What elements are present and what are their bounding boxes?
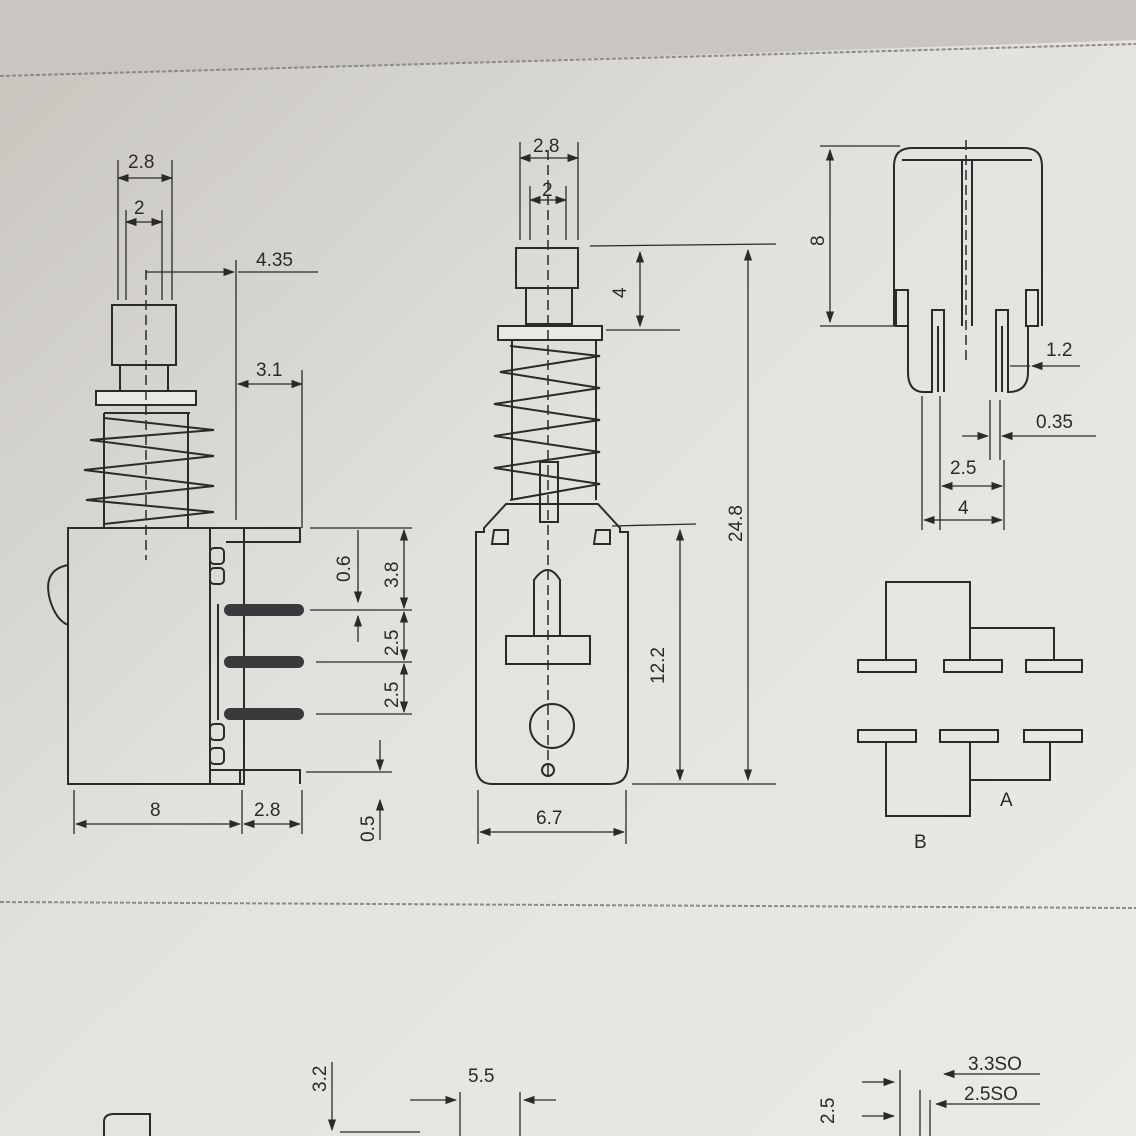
dim-offset-31: 3.1 bbox=[256, 360, 282, 381]
section-divider-bottom bbox=[0, 901, 1136, 909]
dim-pin-gap: 0.6 bbox=[334, 556, 355, 582]
dim-pin-length: 2.8 bbox=[254, 800, 280, 821]
dim-shaft-width: 2.8 bbox=[128, 152, 154, 173]
dim-next-55: 5.5 bbox=[468, 1066, 494, 1087]
dim-next-33so: 3.3SO bbox=[968, 1054, 1022, 1075]
schematic-label-a: A bbox=[1000, 790, 1013, 811]
paper-sheet bbox=[0, 40, 1136, 1136]
dim-body-height: 12.2 bbox=[648, 647, 669, 684]
dim-end-pin-pitch: 2.5 bbox=[950, 458, 976, 479]
dim-pin-width: 1.2 bbox=[1046, 340, 1072, 361]
front-view-drawing: 2.8 2 4 24.8 12.2 6.7 bbox=[475, 136, 777, 844]
dim-pin-thickness: 0.35 bbox=[1036, 412, 1073, 433]
switch-schematic: A B bbox=[857, 581, 1083, 853]
dim-offset-435: 4.35 bbox=[256, 250, 293, 271]
dim-shaft-inner: 2 bbox=[134, 198, 145, 219]
end-view-drawing: 8 1.2 0.35 2.5 4 bbox=[808, 140, 1096, 530]
dim-end-height: 8 bbox=[808, 235, 829, 246]
schematic-label-b: B bbox=[914, 832, 927, 853]
dim-total-height: 24.8 bbox=[726, 505, 747, 542]
dim-next-25so: 2.5SO bbox=[964, 1084, 1018, 1105]
dim-next-32: 3.2 bbox=[310, 1066, 331, 1092]
dim-end-pin-span: 4 bbox=[958, 498, 969, 519]
pin-2 bbox=[224, 656, 304, 668]
dim-next-25: 2.5 bbox=[818, 1098, 839, 1124]
dim-pin-bottom: 0.5 bbox=[358, 816, 379, 842]
dim-body-width: 8 bbox=[150, 800, 161, 821]
dim-cap-height: 4 bbox=[610, 287, 631, 298]
dim-body-width-front: 6.7 bbox=[536, 808, 562, 829]
next-section-partial: 3.2 5.5 2.5 3.3SO 2.5SO bbox=[103, 1054, 1040, 1136]
side-view-drawing: 2.8 2 4.35 3.1 0.6 3.8 2.5 2.5 8 2.8 0.5 bbox=[47, 152, 412, 842]
dim-pin-pitch-a: 2.5 bbox=[382, 630, 403, 656]
dim-pin-pitch-b: 2.5 bbox=[382, 682, 403, 708]
dim-front-shaft-width: 2.8 bbox=[533, 136, 559, 157]
pin-3 bbox=[224, 708, 304, 720]
dim-pin-top: 3.8 bbox=[382, 562, 403, 588]
pin-1 bbox=[224, 604, 304, 616]
section-divider-top bbox=[0, 43, 1136, 77]
dim-front-shaft-inner: 2 bbox=[542, 180, 553, 201]
